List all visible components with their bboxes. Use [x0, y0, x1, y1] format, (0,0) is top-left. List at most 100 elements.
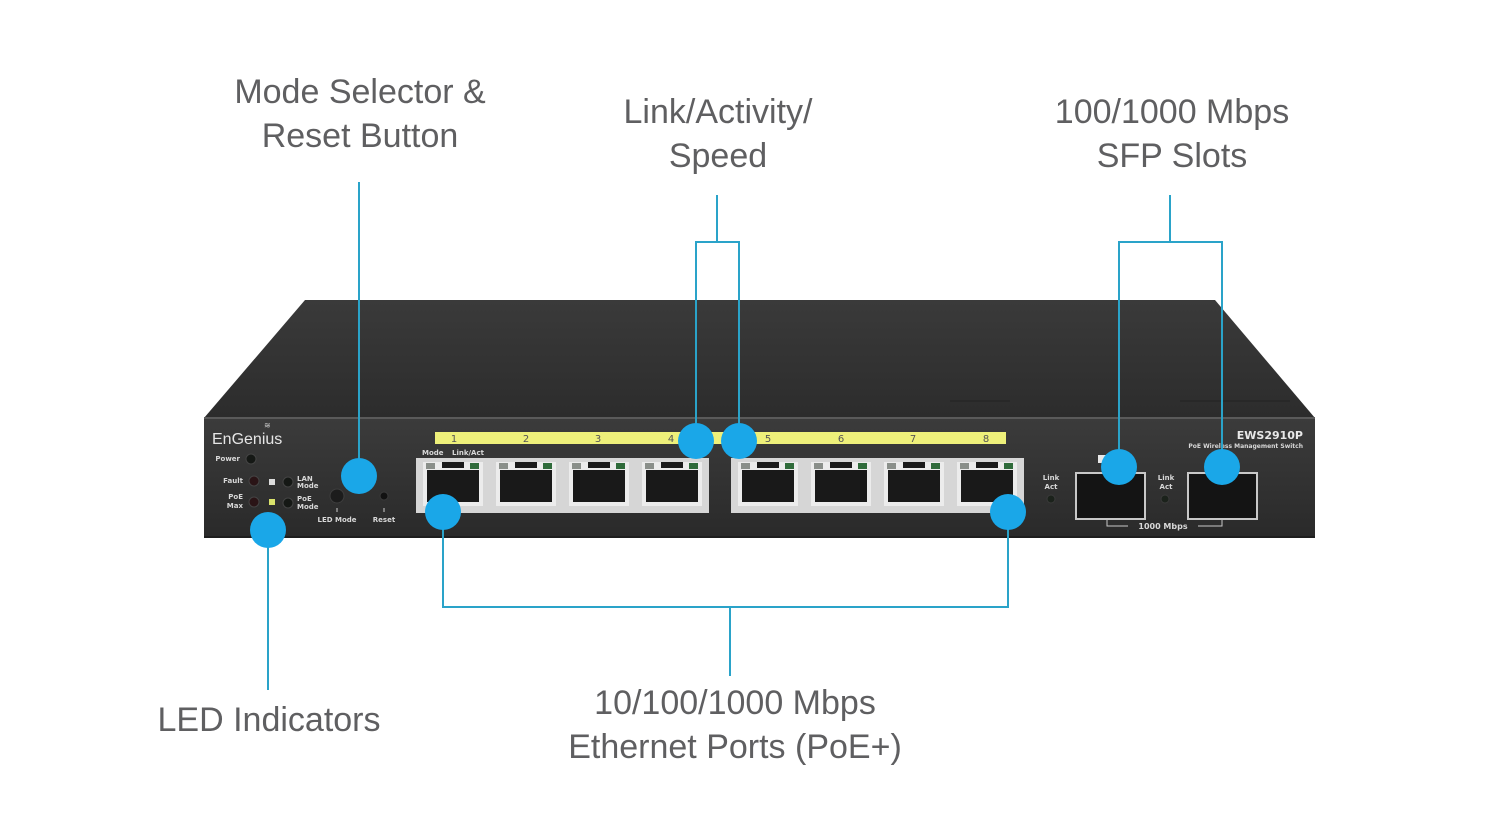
- led-indicator-white: [269, 479, 275, 485]
- callout-dot-ethernet-1: [425, 494, 461, 530]
- led-label-poe-mode-2: Mode: [297, 503, 319, 511]
- sfp-bracket-right: [1198, 520, 1223, 527]
- callout-link-activity-line1: Link/Activity/: [623, 93, 813, 131]
- callout-sfp-slots-label: 100/1000 Mbps SFP Slots: [1055, 90, 1289, 178]
- ethernet-port-7[interactable]: [884, 462, 944, 506]
- ethernet-port-2[interactable]: [496, 462, 556, 506]
- port-mode-led: [426, 463, 435, 469]
- sfp2-link-label-1: Link: [1158, 474, 1175, 482]
- led-label-poe-max-1: PoE: [228, 493, 243, 501]
- port-socket: [815, 470, 867, 502]
- port-socket: [888, 470, 940, 502]
- ethernet-port-4[interactable]: [642, 462, 702, 506]
- led-label-poe-max-2: Max: [227, 502, 244, 510]
- port-mode-led: [741, 463, 750, 469]
- ethernet-port-5[interactable]: [738, 462, 798, 506]
- callout-dot-sfp-1: [1101, 449, 1137, 485]
- led-lan-mode: [282, 476, 294, 488]
- sfp2-link-led: [1160, 494, 1170, 504]
- callout-mode-selector-line1: Mode Selector &: [234, 73, 486, 111]
- port-number-3: 3: [595, 434, 601, 445]
- led-power: [245, 453, 257, 465]
- port-link-led: [1004, 463, 1013, 469]
- callout-ethernet-ports-label: 10/100/1000 Mbps Ethernet Ports (PoE+): [568, 681, 902, 769]
- sfp2-link-label-2: Act: [1160, 483, 1174, 491]
- port-socket: [742, 470, 794, 502]
- port-header-link-act: Link/Act: [452, 449, 485, 457]
- port-number-7: 7: [910, 434, 916, 445]
- callout-led-indicators-line1: LED Indicators: [157, 701, 381, 739]
- port-mode-led: [645, 463, 654, 469]
- ethernet-port-8[interactable]: [957, 462, 1017, 506]
- callout-link-activity-line2: Speed: [668, 137, 768, 175]
- port-mode-led: [814, 463, 823, 469]
- port-socket: [573, 470, 625, 502]
- ethernet-port-6[interactable]: [811, 462, 871, 506]
- led-poe-max: [248, 496, 260, 508]
- callout-ethernet-ports-line1: 10/100/1000 Mbps: [594, 684, 876, 722]
- led-mode-label: LED Mode: [317, 516, 356, 524]
- sfp-speed-label: 1000 Mbps: [1138, 522, 1187, 531]
- port-number-5: 5: [765, 434, 771, 445]
- sfp1-link-label-2: Act: [1045, 483, 1059, 491]
- port-number-4: 4: [668, 434, 674, 445]
- port-mode-led: [960, 463, 969, 469]
- port-latch: [515, 462, 537, 468]
- callout-dot-ethernet-8: [990, 494, 1026, 530]
- ethernet-bracket: [442, 512, 1009, 608]
- port-latch: [757, 462, 779, 468]
- port-link-led: [543, 463, 552, 469]
- model-name: EWS2910P: [1237, 429, 1303, 442]
- port-header-mode: Mode: [422, 449, 444, 457]
- reset-button[interactable]: [379, 491, 389, 501]
- port-latch: [442, 462, 464, 468]
- port-link-led: [689, 463, 698, 469]
- led-label-lan-mode-1: LAN: [297, 475, 313, 483]
- callout-dot-link-activity-2: [721, 423, 757, 459]
- callout-link-activity-label: Link/Activity/ Speed: [624, 90, 813, 178]
- port-number-1: 1: [451, 434, 457, 445]
- port-mode-led: [572, 463, 581, 469]
- port-link-led: [470, 463, 479, 469]
- model-subtitle: PoE Wireless Management Switch: [1188, 443, 1303, 450]
- port-latch: [830, 462, 852, 468]
- led-fault: [248, 475, 260, 487]
- port-socket: [500, 470, 552, 502]
- wifi-icon: ≋: [264, 421, 271, 430]
- sfp1-link-led: [1046, 494, 1056, 504]
- reset-label: Reset: [373, 516, 396, 524]
- led-indicator-yellow: [269, 499, 275, 505]
- callout-dot-led-indicators: [250, 512, 286, 548]
- callout-mode-selector-label: Mode Selector & Reset Button: [234, 70, 485, 158]
- port-latch: [588, 462, 610, 468]
- port-mode-led: [887, 463, 896, 469]
- led-label-power: Power: [215, 455, 240, 463]
- led-label-poe-mode-1: PoE: [297, 495, 312, 503]
- sfp1-link-label-1: Link: [1043, 474, 1060, 482]
- port-number-strip: [435, 432, 1006, 444]
- led-label-fault: Fault: [223, 477, 243, 485]
- callout-sfp-slots-line1: 100/1000 Mbps: [1054, 93, 1290, 131]
- callout-sfp-slots-line2: SFP Slots: [1096, 137, 1248, 175]
- port-mode-led: [499, 463, 508, 469]
- switch-top-surface: [204, 300, 1315, 418]
- callout-mode-selector-line2: Reset Button: [261, 117, 459, 155]
- sfp-bracket-left: [1106, 520, 1128, 527]
- port-latch: [661, 462, 683, 468]
- led-mode-button[interactable]: [329, 488, 345, 504]
- port-number-8: 8: [983, 434, 989, 445]
- port-link-led: [931, 463, 940, 469]
- ethernet-port-3[interactable]: [569, 462, 629, 506]
- callout-dots: [250, 423, 1240, 548]
- port-link-led: [616, 463, 625, 469]
- port-latch: [903, 462, 925, 468]
- port-latch: [976, 462, 998, 468]
- callout-dot-sfp-2: [1204, 449, 1240, 485]
- port-socket: [646, 470, 698, 502]
- callout-led-indicators-label: LED Indicators: [158, 698, 381, 742]
- callout-dot-link-activity-1: [678, 423, 714, 459]
- led-poe-mode: [282, 497, 294, 509]
- callout-lines: [267, 182, 1223, 690]
